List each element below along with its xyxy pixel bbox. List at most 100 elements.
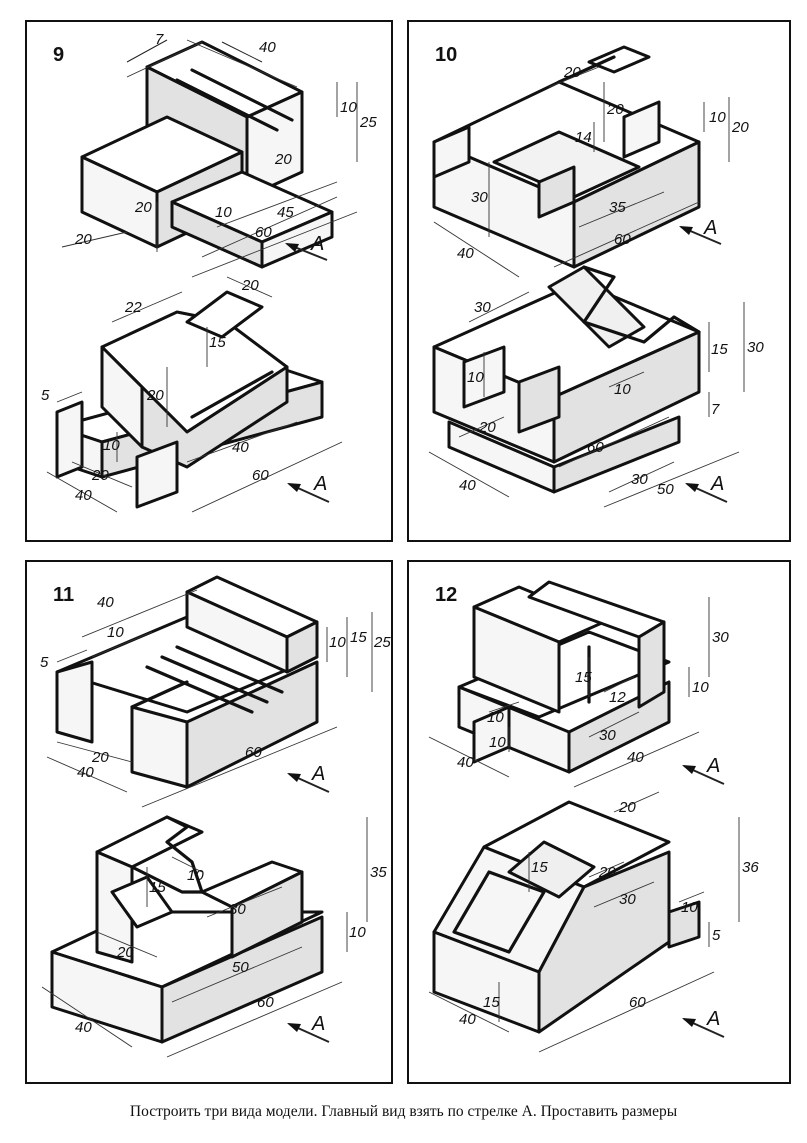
dim-label: 10	[487, 709, 504, 726]
dim-label: 30	[712, 629, 729, 646]
dim-label: 15	[531, 859, 548, 876]
view-arrow-9-bottom: A	[287, 473, 330, 503]
dim-label: 60	[255, 224, 272, 241]
dims-11-top	[46, 589, 373, 808]
dim-label: 15	[483, 994, 500, 1011]
dim-label: 40	[77, 764, 94, 781]
dim-label: 20	[618, 799, 636, 816]
dim-label: 20	[731, 119, 749, 136]
dim-label: 60	[614, 231, 631, 248]
dim-label: 20	[563, 64, 581, 81]
view-arrow-9-top: A	[285, 233, 328, 261]
dims-10-bottom	[428, 291, 745, 508]
dim-label: 20	[146, 387, 164, 404]
view-arrow-label: A	[703, 217, 717, 239]
dim-label: 30	[747, 339, 764, 356]
dim-label: 7	[711, 401, 720, 418]
dim-label: 36	[742, 859, 759, 876]
isometric-drawing-12: 30 15 12 10 10 10 30 40 40 A	[428, 580, 759, 1053]
dim-label: 10	[329, 634, 346, 651]
view-arrow-label: A	[710, 473, 724, 495]
view-arrow-11-top: A	[287, 763, 330, 793]
task-caption: Построить три вида модели. Главный вид в…	[129, 1103, 678, 1120]
panel-number: 12	[435, 584, 458, 606]
panel-10: 10 20 20 14 10 20 30 35	[407, 20, 791, 542]
model-12-bottom	[432, 800, 701, 1034]
dim-label: 15	[149, 879, 166, 896]
dim-label: 5	[41, 387, 50, 404]
isometric-drawing-10: 20 20 14 10 20 30 35 60 40 A	[428, 45, 764, 508]
dims-12-bottom	[428, 791, 740, 1053]
panel-number: 11	[53, 584, 75, 606]
dim-label: 10	[681, 899, 698, 916]
view-arrow-12-top: A	[682, 755, 725, 785]
view-arrow-label: A	[311, 1013, 325, 1035]
model-10-bottom	[432, 265, 701, 494]
dim-label: 60	[245, 744, 262, 761]
dim-label: 15	[209, 334, 226, 351]
dim-label: 10	[467, 369, 484, 386]
dim-label: 60	[629, 994, 646, 1011]
model-11-bottom	[50, 815, 324, 1044]
dim-label: 60	[252, 467, 269, 484]
model-12-top	[457, 580, 671, 774]
dim-label: 12	[609, 689, 626, 706]
dims-9-top	[61, 39, 358, 278]
isometric-drawing-11: 40 10 5 10 15 25 20 40 60 A	[40, 575, 391, 1058]
isometric-drawing-9: 7 40 10 25 20 20 10 45 60 20 A	[41, 31, 377, 513]
dim-label: 40	[75, 1019, 92, 1036]
panel-11: 11 40 10 5 10 15	[25, 560, 393, 1084]
dim-label: 20	[91, 749, 109, 766]
model-9-bottom	[55, 290, 324, 509]
dim-label: 10	[103, 437, 120, 454]
dim-label: 35	[370, 864, 387, 881]
view-arrow-label: A	[311, 763, 325, 785]
view-arrow-11-bottom: A	[287, 1013, 330, 1043]
dim-label: 50	[232, 959, 249, 976]
view-arrow-10-bottom: A	[685, 473, 728, 503]
dim-label: 35	[609, 199, 626, 216]
dim-label: 30	[229, 901, 246, 918]
dim-label: 40	[627, 749, 644, 766]
dim-label: 30	[599, 727, 616, 744]
dim-label: 25	[359, 114, 377, 131]
dim-label: 20	[606, 101, 624, 118]
dim-label: 40	[97, 594, 114, 611]
dim-label: 20	[134, 199, 152, 216]
dim-label: 30	[619, 891, 636, 908]
dim-label: 20	[274, 151, 292, 168]
dim-label: 60	[257, 994, 274, 1011]
dim-label: 14	[575, 129, 592, 146]
dim-label: 10	[340, 99, 357, 116]
dim-label: 20	[598, 864, 616, 881]
dim-label: 40	[75, 487, 92, 504]
dim-label: 45	[277, 204, 294, 221]
dim-label: 25	[373, 634, 391, 651]
dim-label: 10	[489, 734, 506, 751]
dim-label: 22	[124, 299, 142, 316]
dim-label: 10	[349, 924, 366, 941]
view-arrow-12-bottom: A	[682, 1008, 725, 1038]
dim-label: 10	[215, 204, 232, 221]
dim-label: 10	[709, 109, 726, 126]
dim-label: 10	[614, 381, 631, 398]
dim-label: 40	[259, 39, 276, 56]
view-arrow-label: A	[706, 1008, 720, 1030]
dims-9-bottom	[46, 276, 343, 513]
dim-label: 30	[631, 471, 648, 488]
dim-label: 50	[657, 481, 674, 498]
panel-12: 12 30 15 12 10 10 10 30	[407, 560, 791, 1084]
dim-label: 40	[457, 754, 474, 771]
dim-label: 20	[478, 419, 496, 436]
model-10-top	[432, 45, 701, 269]
dim-label: 15	[711, 341, 728, 358]
dims-10-top	[433, 66, 730, 278]
panel-number: 10	[435, 44, 458, 66]
dim-label: 5	[40, 654, 49, 671]
dim-label: 15	[575, 669, 592, 686]
model-9-top	[80, 39, 334, 269]
dims-12-top	[428, 597, 710, 788]
model-11-top	[55, 575, 319, 789]
dim-label: 40	[457, 245, 474, 262]
dim-label: 10	[692, 679, 709, 696]
